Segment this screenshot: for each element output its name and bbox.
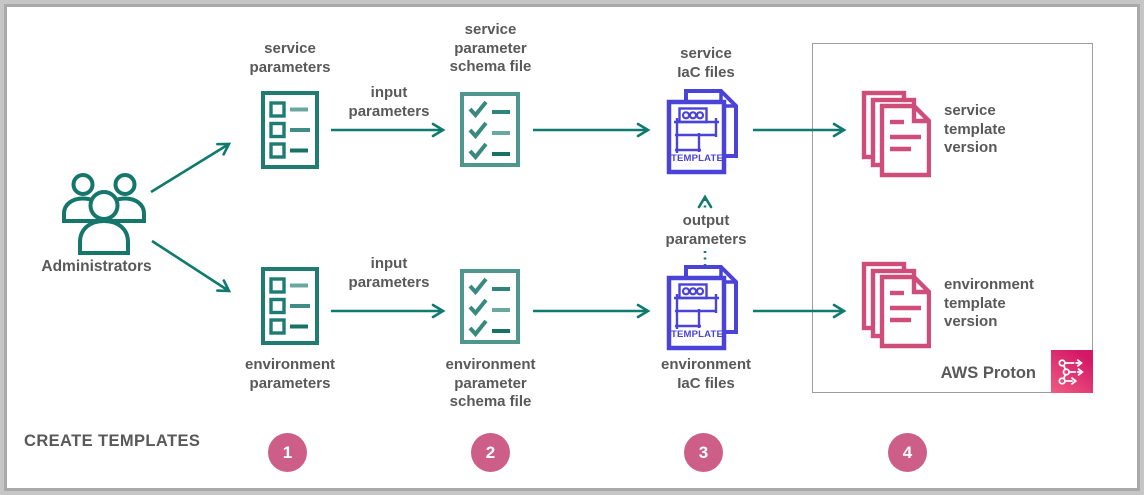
service-schema-label: service parameter schema file [449,21,532,75]
service-parameters-label: service parameters [249,40,331,76]
output-parameters-label: output parameters [650,211,762,250]
list-icon [261,267,319,345]
input-parameters-label-top: input parameters [348,84,430,120]
arrow-admin-to-environment-parameters [151,239,232,293]
stacked-documents-icon [861,261,931,349]
environment-template-version-label: environment template version [944,276,1035,330]
checklist-icon [460,269,520,344]
environment-schema-label: environment parameter schema file [445,356,536,410]
list-icon [261,91,319,169]
template-badge-label: TEMPLATE [670,329,724,340]
service-template-version-label: service template version [944,102,1006,156]
aws-proton-group-box [812,43,1093,393]
environment-parameters-label: environment parameters [244,356,335,392]
administrators-label: Administrators [41,258,152,275]
template-badge-label: TEMPLATE [670,153,724,164]
step-badge-2: 2 [471,433,510,472]
environment-iac-label: environment IaC files [660,356,751,392]
checklist-icon [460,92,520,167]
step-badge-1: 1 [268,433,307,472]
step-badge-3: 3 [684,433,723,472]
proton-branch-glyph [1054,354,1090,390]
input-parameters-label-bottom: input parameters [348,255,430,291]
service-iac-label: service IaC files [677,45,735,81]
aws-proton-label: AWS Proton [940,364,1036,382]
arrow-admin-to-service-parameters [150,142,232,194]
step-badge-4: 4 [888,433,927,472]
stacked-documents-icon [861,90,931,178]
users-icon [60,171,148,255]
create-templates-title: CREATE TEMPLATES [24,432,201,450]
aws-proton-icon [1051,350,1093,393]
